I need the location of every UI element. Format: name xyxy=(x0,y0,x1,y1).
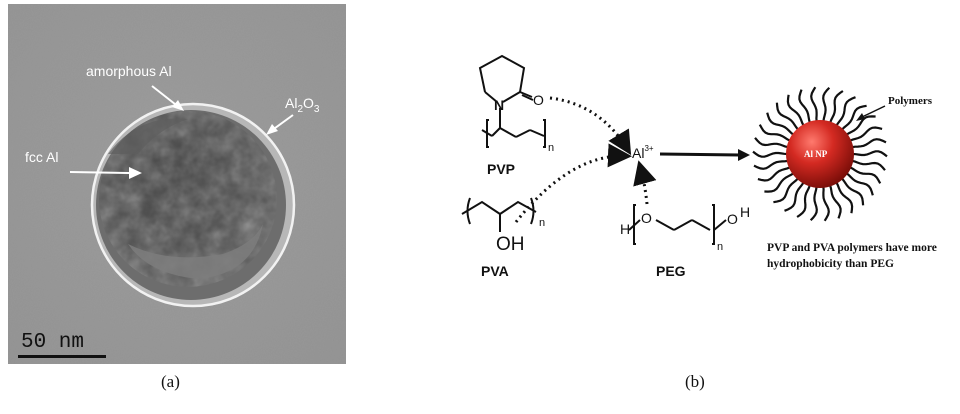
polymer-chain xyxy=(752,150,788,158)
polymer-chains xyxy=(752,86,888,222)
polymer-chain xyxy=(822,186,830,222)
pvp-n-subscript: n xyxy=(548,142,554,154)
polymer-chain xyxy=(810,86,818,122)
polymers-pointer xyxy=(859,105,886,119)
polymer-chain xyxy=(841,177,865,206)
al-ion-label: Al3+ xyxy=(632,144,654,161)
caption-a: (a) xyxy=(161,372,180,391)
note-line-2: hydrophobicity than PEG xyxy=(767,258,894,270)
fcc-arrow xyxy=(69,171,131,174)
polymer-chain xyxy=(786,94,805,126)
polymer-chain xyxy=(822,86,831,122)
polymer-chain xyxy=(809,186,818,222)
pva-hydroxyl: OH xyxy=(496,234,525,255)
pva-structure xyxy=(461,197,537,232)
peg-h-right: H xyxy=(740,204,750,220)
polymer-chain xyxy=(846,115,876,136)
polymer-chain xyxy=(784,181,805,212)
pvp-oxygen: O xyxy=(533,92,544,108)
polymer-chain xyxy=(757,166,791,182)
scale-bar-label: 50 nm xyxy=(21,331,84,354)
polymer-chain xyxy=(775,102,799,131)
polymer-chain xyxy=(829,90,844,123)
pva-coordination-arrow xyxy=(514,143,632,223)
peg-n-subscript: n xyxy=(717,241,723,253)
note-line-1: PVP and PVA polymers have more xyxy=(767,242,937,254)
schematic-panel: N O n PVP n OH PVA Al3+ xyxy=(440,44,955,304)
peg-coordination-arrow xyxy=(633,160,657,205)
polymer-chain xyxy=(852,150,888,158)
al-nanoparticle xyxy=(786,120,854,188)
polymer-chain xyxy=(852,159,886,171)
polymer-chain xyxy=(852,138,887,149)
polymer-chain xyxy=(753,159,788,170)
pva-n-subscript: n xyxy=(539,217,545,229)
pvp-label: PVP xyxy=(487,161,515,177)
caption-b: (b) xyxy=(685,372,705,391)
polymer-coated-nanoparticle: Al NP xyxy=(752,86,888,222)
amorphous-al-label: amorphous Al xyxy=(86,63,172,79)
al2o3-label: Al2O3 xyxy=(285,95,320,115)
pvp-structure xyxy=(478,54,546,148)
peg-structure xyxy=(628,204,727,245)
peg-o-right: O xyxy=(727,211,738,227)
pva-label: PVA xyxy=(481,263,509,279)
polymer-chain xyxy=(754,137,788,149)
pvp-coordination-arrow xyxy=(549,96,632,156)
nanoparticle-tem xyxy=(90,102,296,308)
peg-h-left: H xyxy=(620,221,630,237)
polymer-chain xyxy=(841,104,867,131)
peg-label: PEG xyxy=(656,263,686,279)
polymer-chain xyxy=(849,166,882,184)
polymer-chain xyxy=(798,89,811,123)
svg-text:Al2O3: Al2O3 xyxy=(285,95,320,115)
polymer-chain xyxy=(846,172,874,196)
polymer-chain xyxy=(758,124,791,142)
pvp-nitrogen: N xyxy=(494,97,504,113)
polymer-chain xyxy=(796,185,811,218)
polymer-chain xyxy=(849,126,883,142)
polymer-chain xyxy=(773,177,799,204)
polymers-label: Polymers xyxy=(888,95,933,107)
peg-o-left: O xyxy=(641,210,652,226)
al-np-label: Al NP xyxy=(804,149,828,159)
tem-image: amorphous Al Al2O3 fcc Al 50 nm xyxy=(8,4,346,364)
polymer-schematic: N O n PVP n OH PVA Al3+ xyxy=(461,54,937,279)
scale-bar xyxy=(18,355,106,358)
polymer-chain xyxy=(835,96,856,127)
tem-micrograph-panel: amorphous Al Al2O3 fcc Al 50 nm xyxy=(8,4,346,364)
polymer-chain xyxy=(764,172,794,193)
polymer-chain xyxy=(829,185,842,219)
polymer-chain xyxy=(835,182,854,214)
reaction-arrow xyxy=(659,152,741,157)
polymer-chain xyxy=(766,112,794,136)
fcc-al-label: fcc Al xyxy=(25,149,58,165)
